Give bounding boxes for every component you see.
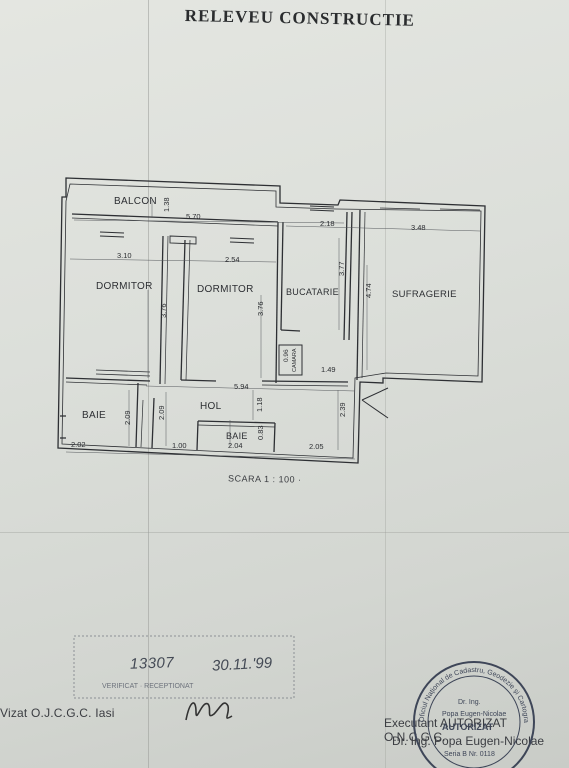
dim-baie-2-width: 2.04 — [228, 441, 243, 450]
seal-center-text: AUTORIZAT — [442, 722, 494, 732]
dim-bucatarie-depth: 3.77 — [337, 261, 346, 276]
dim-dormitor-1-width: 3.10 — [117, 251, 132, 260]
dim-hol-depth: 1.18 — [255, 397, 264, 412]
partition-wall-3 — [343, 211, 348, 341]
stamp-verified-text: VERIFICAT · RECEPTIONAT — [102, 683, 194, 690]
seal-top-text: Dr. Ing. — [458, 699, 481, 706]
dim-dormitor-2-depth: 3.76 — [256, 301, 265, 316]
room-label-sufragerie: SUFRAGERIE — [392, 289, 457, 300]
dim-dormitor-2-width: 2.54 — [225, 255, 240, 264]
outer-wall-inner — [61, 183, 482, 459]
dim-baie-2-depth: 0.83 — [256, 425, 265, 440]
dim-baie-1-bottom: 2.02 — [71, 440, 86, 449]
dim-sufragerie-width: 3.48 — [411, 223, 426, 232]
hall-wall — [65, 377, 151, 382]
seal-series-text: Seria B Nr. 0118 — [444, 751, 495, 758]
executant-name: Dr. Ing. Popa Eugen-Nicolae — [392, 734, 545, 748]
room-label-dormitor-1: DORMITOR — [96, 281, 153, 292]
room-label-baie-1: BAIE — [82, 410, 106, 421]
dim-hol-length: 5.94 — [234, 382, 249, 391]
registration-stamp: VERIFICAT · RECEPTIONAT — [73, 635, 295, 699]
official-seal: Oficiul Național de Cadastru, Geodezie ș… — [406, 656, 535, 768]
scale-note: SCARA 1 : 100 · — [227, 473, 302, 485]
dim-bucatarie-width: 2.18 — [320, 219, 335, 228]
room-label-bucatarie: BUCATARIE — [286, 287, 339, 297]
dim-sufragerie-depth: 4.74 — [364, 283, 373, 298]
fold-line-vertical — [148, 0, 149, 768]
seal-name-text: Popa Eugen-Nicolae — [442, 711, 506, 718]
dim-dormitor-1-depth: 3.76 — [159, 303, 168, 318]
dim-balcon-depth: 1.38 — [162, 197, 171, 212]
room-label-dormitor-2: DORMITOR — [197, 284, 254, 295]
dim-balcon-length: 5.70 — [186, 212, 201, 221]
baie-2-wall — [197, 420, 276, 424]
signature-scribble — [185, 702, 233, 721]
outer-wall — [57, 177, 486, 464]
room-label-camara: CAMARA — [292, 348, 298, 372]
fold-line-vertical-2 — [385, 0, 386, 768]
balcony-wall — [71, 213, 279, 223]
camara-box — [278, 344, 303, 376]
dim-camara-w: 0.96 — [283, 349, 290, 362]
dim-hol-right: 2.05 — [309, 442, 324, 451]
dim-entry-depth: 2.39 — [338, 402, 347, 417]
room-label-baie-2: BAIE — [226, 431, 248, 441]
dim-baie-1-d: 2.09 — [157, 405, 166, 420]
entry-door — [361, 387, 389, 419]
vizat-label: Vizat O.J.C.G.C. Iasi — [0, 706, 115, 720]
room-label-balcon: BALCON — [114, 196, 157, 207]
partition-wall — [159, 235, 164, 385]
baie-wall — [135, 382, 139, 448]
partition-wall-2 — [275, 221, 279, 384]
registration-date: 30.11.'99 — [211, 654, 273, 675]
dim-camara-d: 1.49 — [321, 365, 336, 374]
room-label-hol: HOL — [200, 401, 222, 412]
fold-line-horizontal — [0, 532, 569, 533]
registration-number: 13307 — [129, 654, 175, 673]
dim-hol-passage: 1.00 — [172, 441, 187, 450]
dim-baie-1-w: 2.09 — [123, 410, 132, 425]
